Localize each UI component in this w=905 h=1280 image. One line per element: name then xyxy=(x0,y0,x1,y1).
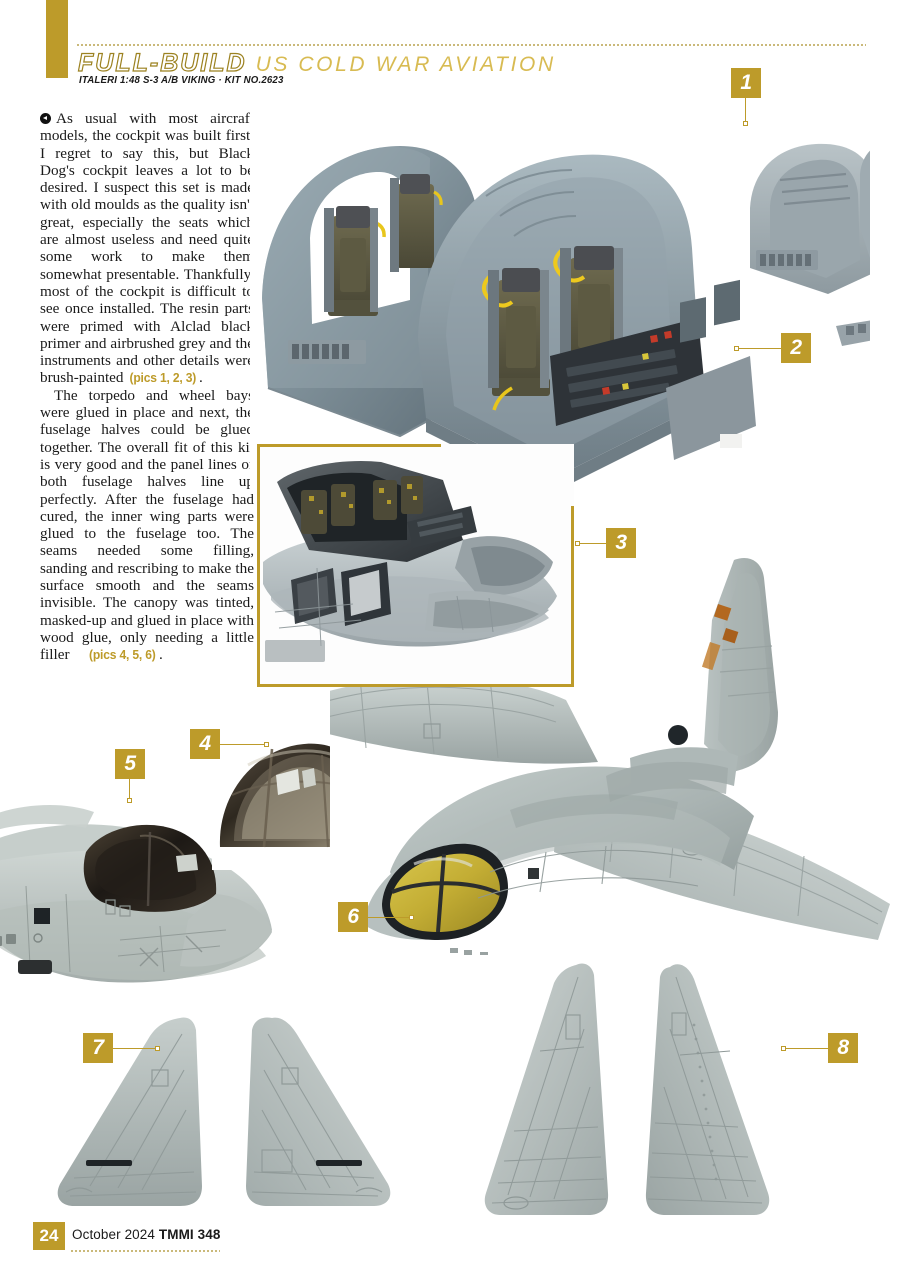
callout-leader-7 xyxy=(113,1048,157,1049)
callout-badge-5[interactable]: 5 xyxy=(115,749,145,779)
callout-leader-5 xyxy=(129,779,130,800)
callout-badge-7[interactable]: 7 xyxy=(83,1033,113,1063)
footer-issue-line: October 2024 TMMI 348 xyxy=(72,1227,220,1242)
callout-leader-8 xyxy=(784,1048,830,1049)
paragraph-2-text: The torpedo and wheel bays were glued in… xyxy=(40,386,254,664)
paragraph-1-text: As usual with most aircraft models, the … xyxy=(40,110,254,387)
article-body: As usual with most aircraft models, the … xyxy=(40,110,254,664)
page-subtitle: US COLD WAR AVIATION xyxy=(255,53,556,76)
pics-reference-1: (pics 1, 2, 3) xyxy=(129,370,197,386)
photo-outer-wing-panels xyxy=(480,955,780,1225)
callout-dot-3 xyxy=(575,541,580,546)
callout-badge-4[interactable]: 4 xyxy=(190,729,220,759)
callout-dot-4 xyxy=(264,742,269,747)
footer-publication: TMMI 348 xyxy=(158,1227,221,1242)
article-paragraph-1: As usual with most aircraft models, the … xyxy=(40,110,254,387)
paragraph-1-period: . xyxy=(198,369,203,387)
callout-leader-4 xyxy=(220,744,266,745)
callout-badge-1[interactable]: 1 xyxy=(731,68,761,98)
inset-frame-left xyxy=(257,444,260,687)
lead-triangle-icon xyxy=(40,113,51,124)
masthead-dotted-rule xyxy=(76,44,866,46)
photo-fuselage-halves-inset xyxy=(257,444,574,687)
photo-cockpit-assembly xyxy=(250,88,870,488)
callout-badge-3[interactable]: 3 xyxy=(606,528,636,558)
callout-badge-6[interactable]: 6 xyxy=(338,902,368,932)
callout-badge-2[interactable]: 2 xyxy=(781,333,811,363)
page-number-badge: 24 xyxy=(33,1222,65,1250)
footer-date: October 2024 xyxy=(72,1227,156,1242)
callout-leader-2 xyxy=(737,348,783,349)
masthead-accent-bar xyxy=(46,0,68,78)
callout-dot-8 xyxy=(781,1046,786,1051)
footer-dotted-rule xyxy=(70,1250,220,1252)
callout-leader-6 xyxy=(368,917,411,918)
callout-dot-7 xyxy=(155,1046,160,1051)
inset-frame-bottom xyxy=(257,684,574,687)
callout-leader-3 xyxy=(579,543,608,544)
page-title: FULL-BUILD xyxy=(77,48,247,77)
inset-frame-right xyxy=(571,506,574,687)
masthead-title: FULL-BUILD US COLD WAR AVIATION xyxy=(77,48,556,78)
callout-leader-1 xyxy=(745,98,746,123)
inset-frame-top xyxy=(257,444,441,447)
kit-reference-line: ITALERI 1:48 S-3 A/B VIKING · KIT NO.262… xyxy=(79,74,284,86)
callout-dot-6 xyxy=(409,915,414,920)
callout-dot-2 xyxy=(734,346,739,351)
callout-badge-8[interactable]: 8 xyxy=(828,1033,858,1063)
pics-reference-2: (pics 4, 5, 6) xyxy=(89,647,156,663)
callout-dot-5 xyxy=(127,798,132,803)
paragraph-2-period: . xyxy=(158,646,163,664)
callout-dot-1 xyxy=(743,121,748,126)
article-paragraph-2: The torpedo and wheel bays were glued in… xyxy=(40,387,254,664)
